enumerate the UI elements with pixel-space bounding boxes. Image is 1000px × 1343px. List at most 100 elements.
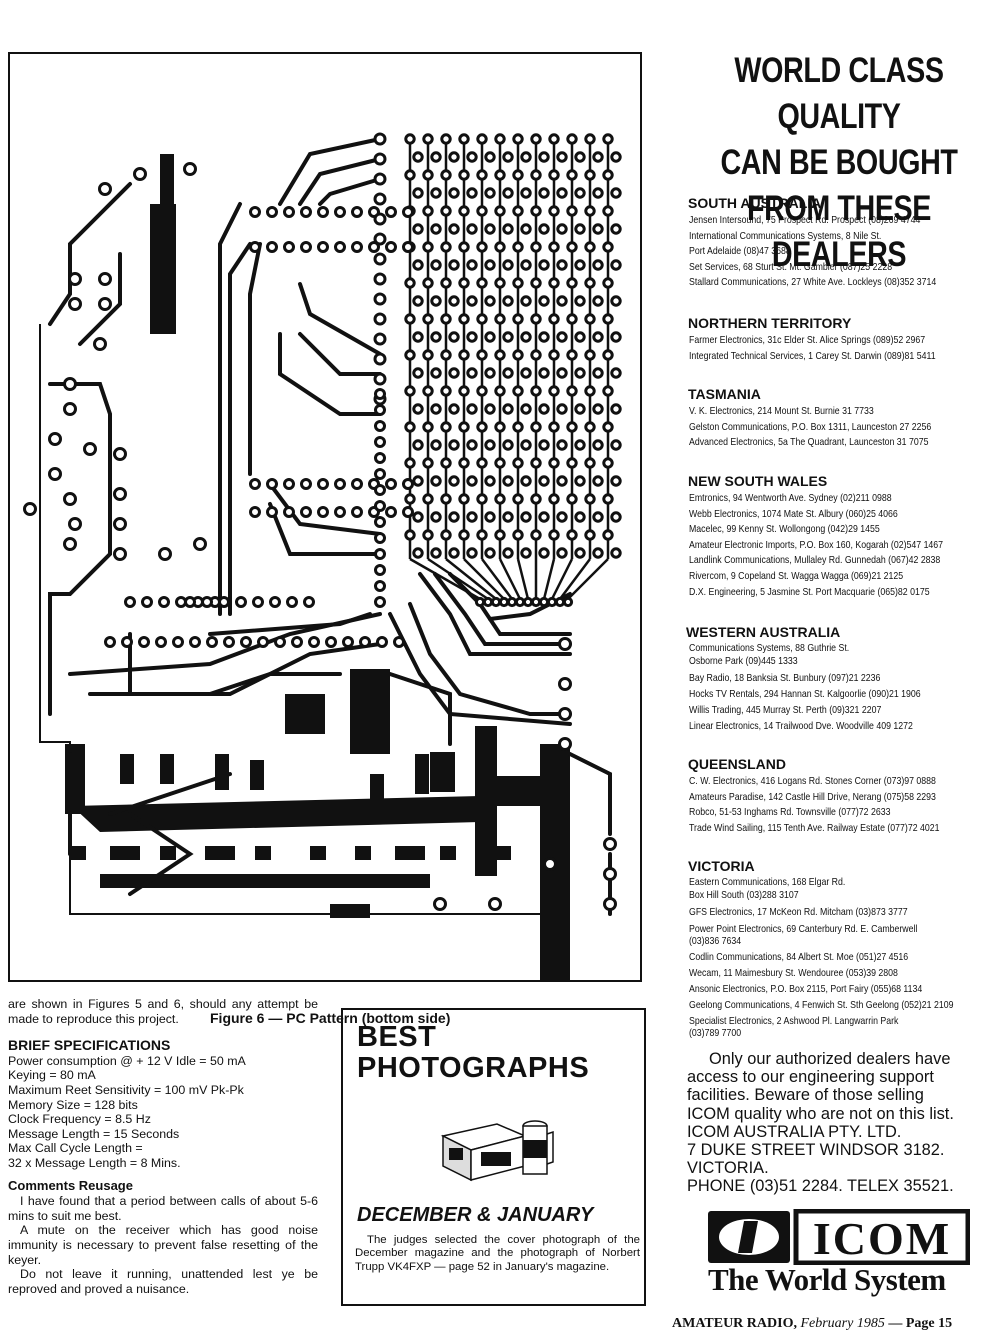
dealer-line: Gelston Communications, P.O. Box 1311, L… (689, 421, 932, 433)
pcb-pad (512, 421, 524, 433)
pcb-pad (183, 162, 197, 176)
dealer-line: Amateur Electronic Imports, P.O. Box 160… (689, 539, 944, 551)
pcb-trace (463, 558, 505, 600)
pcb-pad (592, 187, 604, 199)
pcb-pad (430, 187, 442, 199)
pcb-pad (235, 596, 247, 608)
pcb-pad (484, 223, 496, 235)
pcb-pad (440, 349, 452, 361)
pcb-pad (592, 439, 604, 451)
pcb-pad (412, 439, 424, 451)
pcb-trace (559, 558, 591, 600)
pcb-pad (584, 205, 596, 217)
pcb-pad (548, 169, 560, 181)
pcb-pad (300, 241, 312, 253)
pcb-pad (448, 439, 460, 451)
notice-line: Only our authorized dealers have (709, 1050, 951, 1068)
pcb-pad (283, 206, 295, 218)
pcb-pad (502, 331, 514, 343)
state-heading: NORTHERN TERRITORY (688, 315, 852, 331)
dealer-line: Amateurs Paradise, 142 Castle Hill Drive… (689, 791, 936, 803)
pcb-pad (430, 403, 442, 415)
pcb-pad (266, 478, 278, 490)
dealer-list: Communications Systems, 88 Guthrie St. O… (689, 642, 921, 736)
pcb-pad (422, 313, 434, 325)
pcb-pad (412, 547, 424, 559)
pcb-pad (494, 133, 506, 145)
pcb-pad (412, 187, 424, 199)
pcb-pad (458, 529, 470, 541)
pcb-pad (602, 313, 614, 325)
pcb-pad (458, 277, 470, 289)
pcb-pad (554, 596, 566, 608)
pcb-pad (584, 457, 596, 469)
pcb-pad (520, 223, 532, 235)
pcb-pad (484, 475, 496, 487)
best-photographs-title: BEST PHOTOGRAPHS (357, 1022, 589, 1084)
dealer-line: (03)836 7634 (689, 936, 742, 947)
dealer-line: (03)789 7700 (689, 1028, 742, 1039)
pcb-pad (584, 313, 596, 325)
pcb-pad (538, 475, 550, 487)
pcb-pad (538, 403, 550, 415)
pcb-pad (252, 596, 264, 608)
pcb-pad (490, 596, 502, 608)
pcb-pad (184, 596, 196, 608)
film-box-illustration (440, 1120, 554, 1182)
dealer-line: Willis Trading, 445 Murray St. Perth (09… (689, 705, 882, 716)
pcb-pad (466, 439, 478, 451)
pcb-pad (274, 636, 286, 648)
pcb-pad (502, 367, 514, 379)
pcb-pad (440, 493, 452, 505)
pcb-pad (158, 547, 172, 561)
icom-logo-text: ICOM (813, 1213, 951, 1264)
pcb-pad (283, 506, 295, 518)
issue-date: February 1985 (800, 1316, 885, 1331)
pcb-pad (556, 295, 568, 307)
pcb-pad (373, 172, 387, 186)
pcb-pad (374, 548, 386, 560)
pcb-pad (325, 636, 337, 648)
pcb-pad (286, 596, 298, 608)
dealer-line: Emtronics, 94 Wentworth Ave. Sydney (02)… (689, 493, 892, 504)
pcb-pad (574, 511, 586, 523)
best-title-line-1: BEST (357, 1021, 437, 1053)
pcb-pad (412, 223, 424, 235)
pcb-pad (385, 241, 397, 253)
pcb-pad (520, 403, 532, 415)
pcb-pad (351, 241, 363, 253)
pcb-pad (422, 349, 434, 361)
pcb-pad (538, 259, 550, 271)
pcb-pad (494, 421, 506, 433)
pcb-trace (427, 557, 489, 601)
article-intro: are shown in Figures 5 and 6, should any… (8, 997, 318, 1026)
pcb-pad (104, 636, 116, 648)
spec-line: Message Length = 15 Seconds (8, 1126, 180, 1141)
pcb-pad (440, 241, 452, 253)
pcb-pad (574, 331, 586, 343)
pcb-pad (548, 421, 560, 433)
pcb-pad (458, 205, 470, 217)
pcb-pad (404, 457, 416, 469)
pcb-pad (592, 475, 604, 487)
pcb-pad (440, 205, 452, 217)
pcb-pad (404, 421, 416, 433)
dealer-line: Bay Radio, 18 Banksia St. Bunbury (097)2… (689, 673, 881, 684)
pcb-pad (448, 187, 460, 199)
best-photographs-subtitle: DECEMBER & JANUARY (357, 1204, 594, 1226)
pcb-pad (603, 897, 617, 911)
dealer-line: Set Services, 68 Sturt St. Mt. Gambier (… (689, 261, 893, 273)
pcb-pad (558, 707, 572, 721)
pcb-pad (433, 897, 447, 911)
pcb-pad (566, 169, 578, 181)
pcb-pad (562, 596, 574, 608)
pcb-pad (404, 277, 416, 289)
pcb-pad (502, 547, 514, 559)
pcb-pad (512, 277, 524, 289)
pcb-pad (373, 252, 387, 266)
pcb-pad (548, 529, 560, 541)
pcb-pad (303, 596, 315, 608)
pcb-pad (530, 529, 542, 541)
pcb-trace (567, 558, 609, 600)
pcb-pad (574, 151, 586, 163)
